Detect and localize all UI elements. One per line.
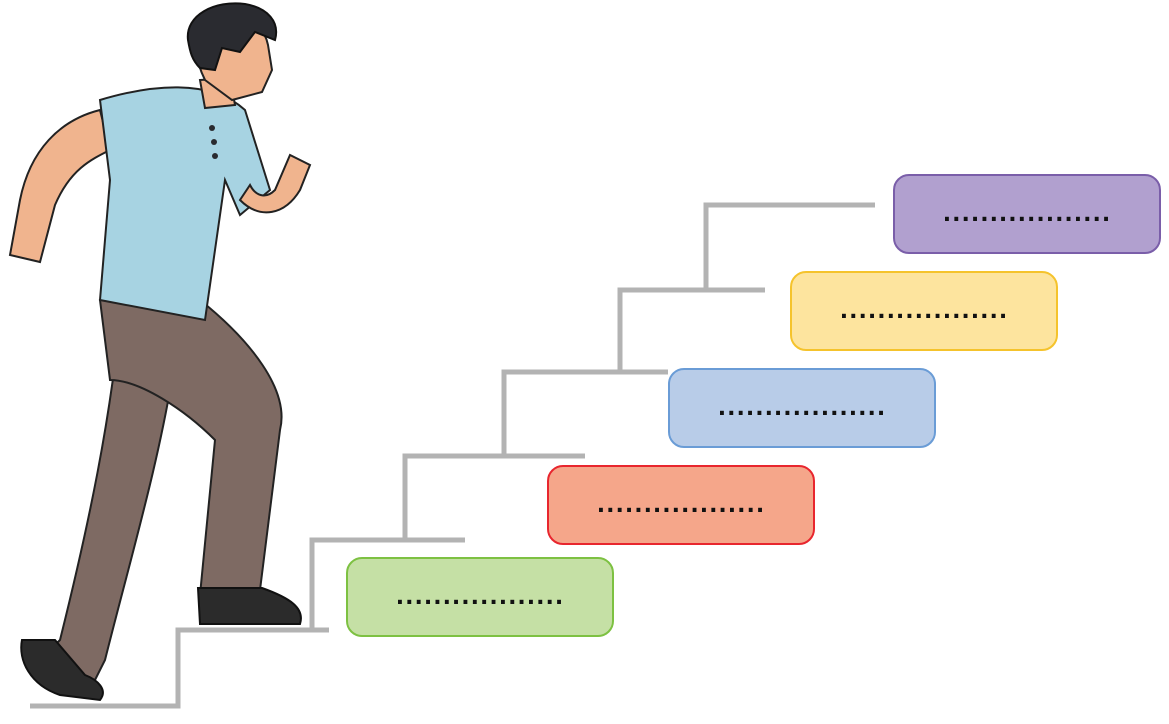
step-blank-1: .................. [395,584,565,610]
staircase-line [30,202,875,709]
step-box-1: .................. [346,557,614,637]
step-box-2: .................. [547,465,815,545]
step-box-5: .................. [893,174,1161,254]
step-blank-4: .................. [839,298,1009,324]
step-box-3: .................. [668,368,936,448]
step-blank-3: .................. [717,395,887,421]
running-man-illustration [8,2,312,702]
step-blank-5: .................. [942,201,1112,227]
step-box-4: .................. [790,271,1058,351]
step-blank-2: .................. [596,492,766,518]
